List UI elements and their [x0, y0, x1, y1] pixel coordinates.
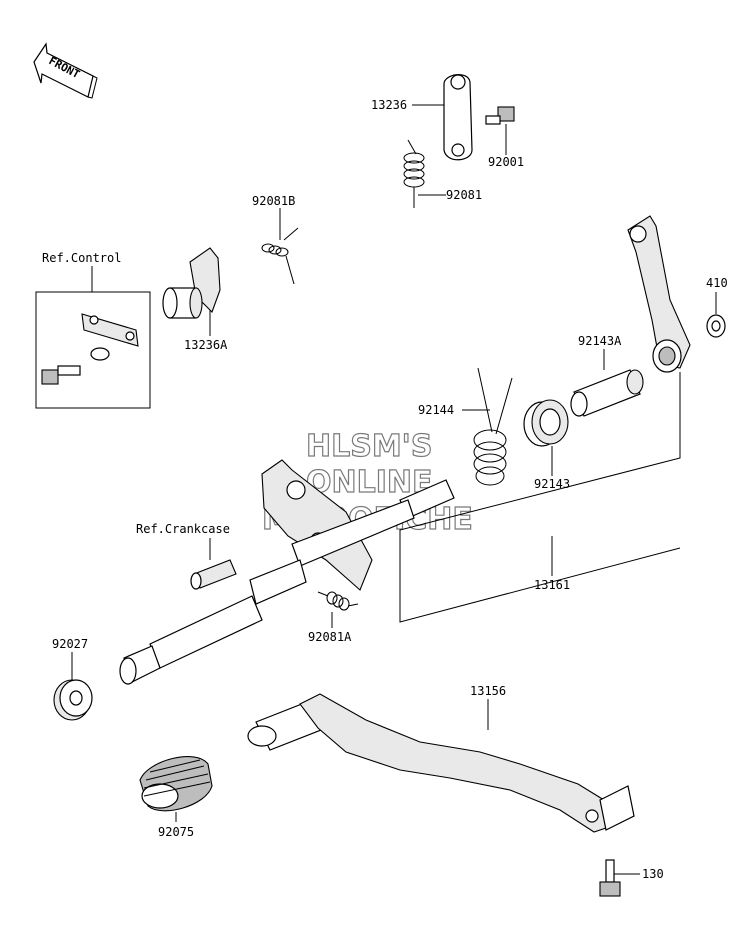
part-92144-spring[interactable] [473, 367, 513, 486]
callout-410: 410 [706, 276, 728, 290]
callout-92081: 92081 [446, 188, 482, 202]
callout-92143: 92143 [534, 477, 570, 491]
callout-13161: 13161 [534, 578, 570, 592]
callout-13236A: 13236A [184, 338, 228, 352]
part-13161-shift-lever[interactable] [627, 215, 691, 373]
callout-92027: 92027 [52, 637, 88, 651]
part-92027-washer[interactable] [53, 679, 93, 721]
part-13236-shift-arm[interactable] [443, 74, 473, 161]
part-92075-rubber[interactable] [139, 756, 213, 812]
part-92081B-spring[interactable] [261, 227, 299, 285]
callout-92143A: 92143A [578, 334, 622, 348]
part-13161-shift-shaft[interactable] [119, 459, 455, 685]
part-130-bolt[interactable] [599, 859, 621, 897]
watermark-line-1: HLSM'S [306, 429, 432, 464]
ref-crankcase-pin [190, 559, 237, 590]
part-410-washer[interactable] [706, 314, 726, 338]
part-13156-shift-pedal[interactable] [247, 693, 635, 833]
callout-92001: 92001 [488, 155, 524, 169]
part-13236A-shift-cam[interactable] [162, 247, 221, 319]
callout-ref-control: Ref.Control [42, 251, 121, 265]
bracket-13161 [399, 372, 681, 623]
callout-13236: 13236 [371, 98, 407, 112]
part-92001-bolt[interactable] [485, 106, 515, 125]
front-arrow-icon: FRONT [33, 42, 98, 99]
part-92143A-collar[interactable] [570, 369, 644, 417]
callout-92075: 92075 [158, 825, 194, 839]
callout-92081B: 92081B [252, 194, 295, 208]
part-92081A-spring[interactable] [317, 591, 359, 611]
part-92081-spring[interactable] [403, 139, 425, 208]
callout-13156: 13156 [470, 684, 506, 698]
callout-92081A: 92081A [308, 630, 352, 644]
ref-control-box [35, 291, 151, 409]
part-92143-collar[interactable] [523, 399, 569, 447]
callout-ref-crankcase: Ref.Crankcase [136, 522, 230, 536]
callout-92144: 92144 [418, 403, 454, 417]
callout-130: 130 [642, 867, 664, 881]
